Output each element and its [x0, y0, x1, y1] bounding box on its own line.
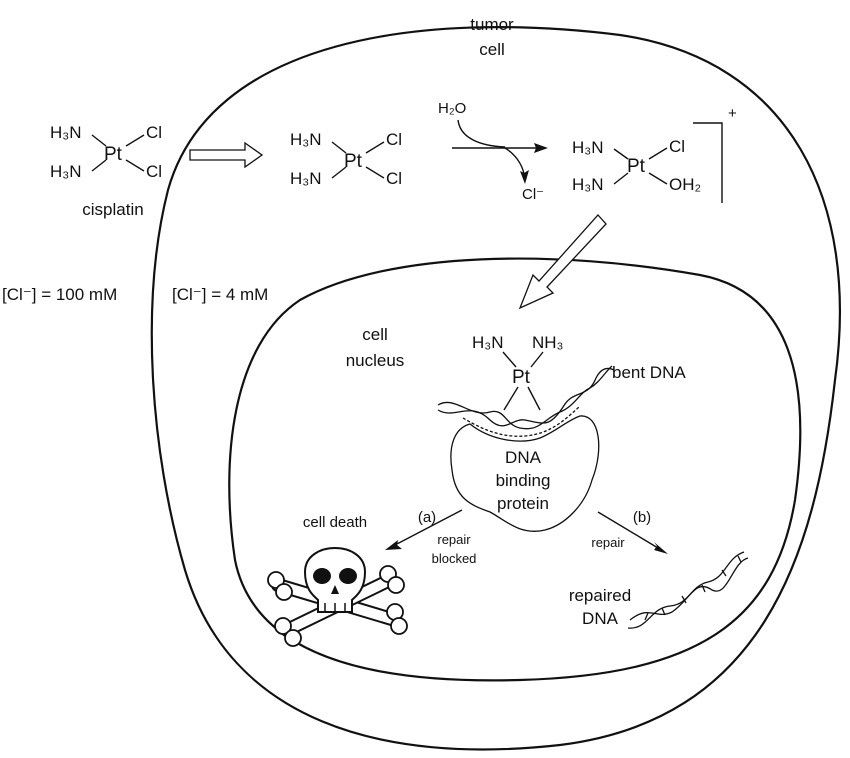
bond	[527, 386, 541, 411]
aquated-cisplatin-molecule: H₃N H₃N Pt Cl OH₂ +	[572, 105, 737, 203]
ammine-label: H₃N	[472, 333, 503, 352]
protein-label-line1: DNA	[505, 448, 542, 467]
ammine-right-label: NH₃	[532, 333, 563, 352]
chloride-arrowhead	[520, 170, 529, 184]
path-a-arrowhead	[385, 540, 402, 550]
bond	[648, 147, 668, 160]
bond	[530, 351, 544, 368]
entry-arrow	[189, 141, 264, 169]
bond	[125, 134, 145, 147]
tumor-cell-membrane	[150, 26, 842, 751]
nucleus-entry-arrow	[518, 214, 607, 310]
platinum-dna-adduct: H₃N NH₃ Pt	[472, 333, 563, 411]
protein-label-line3: protein	[497, 494, 549, 513]
water-curved-arrow	[457, 119, 506, 148]
ammine-label: H₃N	[572, 138, 603, 157]
platinum-label: Pt	[512, 367, 531, 388]
bond	[503, 386, 519, 411]
aqua-ligand-label: OH₂	[669, 175, 701, 194]
cell-nucleus-label-line2: nucleus	[346, 351, 405, 370]
platinum-label: Pt	[627, 156, 646, 177]
cell-death-label: cell death	[303, 514, 367, 531]
bond	[331, 166, 347, 179]
tumor-cell-label-line2: cell	[479, 40, 505, 59]
chloride-ion-label: Cl⁻	[522, 186, 544, 203]
charge-label: +	[728, 105, 737, 122]
bond	[648, 172, 668, 185]
bond	[365, 141, 385, 154]
repair-blocked-label-line1: repair	[437, 532, 471, 547]
skull-crossbones-icon	[267, 547, 408, 647]
repaired-dna-label-line1: repaired	[569, 586, 631, 605]
bond	[91, 134, 107, 147]
bond	[331, 141, 347, 154]
cell-nucleus-membrane	[228, 257, 802, 682]
bond	[613, 172, 629, 185]
path-a-label: (a)	[418, 509, 436, 526]
ammine-label: H₃N	[50, 162, 81, 181]
cisplatin-label: cisplatin	[82, 200, 143, 219]
bond	[613, 148, 629, 160]
chloride-label: Cl	[669, 137, 685, 156]
ammine-label: H₃N	[290, 169, 321, 188]
chloride-label: Cl	[146, 123, 162, 142]
bond	[125, 159, 145, 172]
path-b-label: (b)	[633, 509, 651, 526]
charge-bracket	[693, 122, 723, 203]
ammine-label: H₃N	[290, 130, 321, 149]
cisplatin-molecule-inside: H₃N H₃N Pt Cl Cl	[290, 130, 402, 188]
cisplatin-molecule-outside: H₃N H₃N Pt Cl Cl	[50, 123, 162, 181]
ammine-label: H₃N	[572, 175, 603, 194]
bond	[502, 351, 517, 368]
path-a-arrow	[394, 509, 463, 546]
repaired-dna-helix	[627, 551, 749, 629]
path-b-arrowhead	[654, 542, 668, 554]
tumor-cell-label-line1: tumor	[470, 15, 514, 34]
dna-binding-protein	[450, 415, 600, 532]
chloride-label: Cl	[146, 162, 162, 181]
water-label: H₂O	[438, 100, 466, 117]
protein-label-line2: binding	[496, 471, 551, 490]
chloride-label: Cl	[386, 130, 402, 149]
repair-label: repair	[591, 535, 625, 550]
path-b-arrow	[597, 511, 659, 549]
chloride-inside-label: [Cl⁻] = 4 mM	[172, 285, 268, 304]
chloride-label: Cl	[386, 169, 402, 188]
bent-dna-label: bent DNA	[612, 363, 686, 382]
bond	[365, 166, 385, 179]
cell-nucleus-label-line1: cell	[362, 325, 388, 344]
ammine-label: H₃N	[50, 123, 81, 142]
reaction-arrowhead	[534, 143, 548, 153]
platinum-label: Pt	[104, 144, 123, 165]
repaired-dna-label-line2: DNA	[582, 609, 619, 628]
platinum-label: Pt	[344, 151, 363, 172]
chloride-outside-label: [Cl⁻] = 100 mM	[2, 285, 117, 304]
bond	[91, 159, 107, 172]
bent-dna-helix	[437, 365, 615, 437]
chloride-curved-arrow	[504, 147, 525, 175]
repair-blocked-label-line2: blocked	[432, 551, 477, 566]
